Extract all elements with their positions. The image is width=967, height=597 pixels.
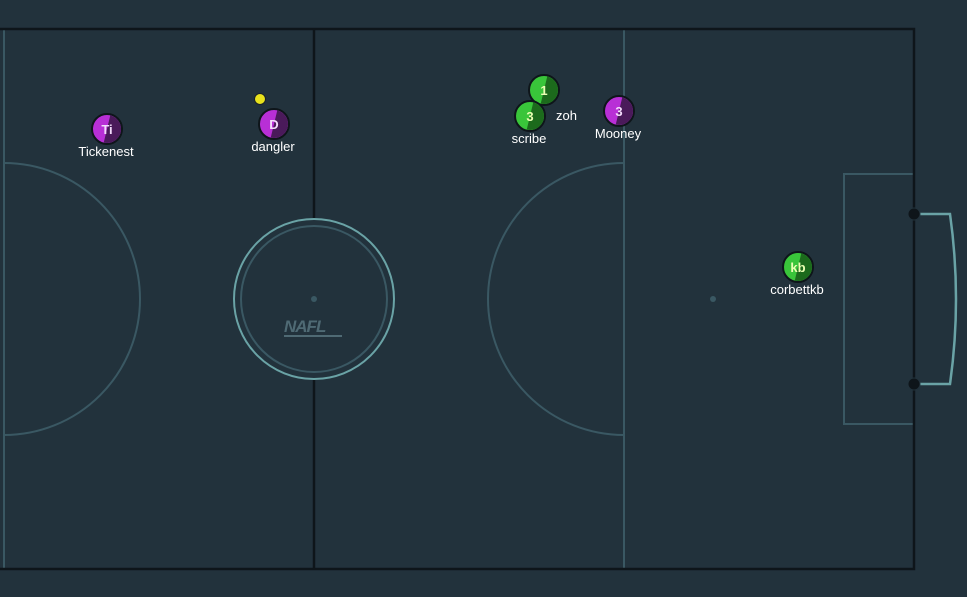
goal-post-bottom <box>907 377 921 391</box>
player-initials: 3 <box>526 108 534 124</box>
player-token[interactable]: kb <box>782 251 814 283</box>
player-name: Mooney <box>594 126 642 141</box>
center-circle-inner <box>240 225 388 373</box>
goal-area <box>843 173 915 425</box>
player-initials: 3 <box>615 103 623 119</box>
center-spot <box>311 296 317 302</box>
player-initials: 1 <box>540 82 548 98</box>
goal-frame <box>914 212 958 386</box>
right-arc <box>487 162 625 436</box>
penalty-spot <box>710 296 716 302</box>
player-token[interactable]: Ti <box>91 113 123 145</box>
league-logo: NAFL <box>284 318 342 337</box>
goal-post-top <box>907 207 921 221</box>
player-initials: Ti <box>101 121 113 137</box>
player-name: scribe <box>511 131 547 146</box>
left-arc <box>3 162 141 436</box>
player-name: Tickenest <box>78 144 134 159</box>
player-name: corbettkb <box>770 282 824 297</box>
player-name: zoh <box>556 108 577 123</box>
ball[interactable] <box>254 93 266 105</box>
player-token[interactable]: 3 <box>514 100 546 132</box>
player-initials: kb <box>790 259 806 275</box>
player-initials: D <box>269 116 279 132</box>
player-token[interactable]: 3 <box>603 95 635 127</box>
pitch-boundary <box>0 27 916 571</box>
player-name: dangler <box>251 139 295 154</box>
player-token[interactable]: D <box>258 108 290 140</box>
